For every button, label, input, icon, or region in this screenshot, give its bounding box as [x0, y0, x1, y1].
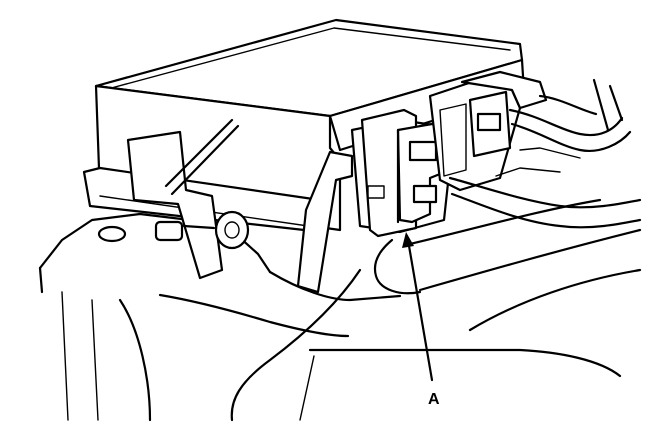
- wire-harness: [448, 78, 642, 229]
- callout-a: [402, 232, 434, 382]
- callout-label-a: A: [428, 391, 440, 408]
- mounting-bolt: [154, 210, 250, 250]
- connector-block-rear: [428, 70, 548, 192]
- mounting-panel: [38, 198, 642, 422]
